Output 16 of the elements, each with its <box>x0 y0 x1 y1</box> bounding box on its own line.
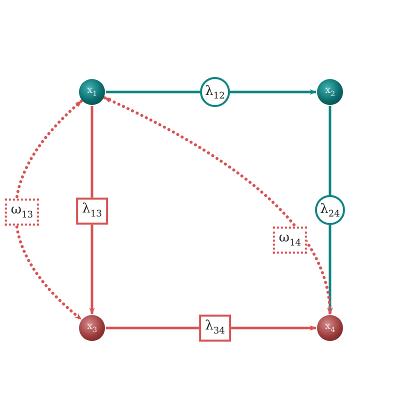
edge-label: λ$_{34}$ <box>199 314 231 342</box>
edge-label: ω$_{13}$ <box>4 198 40 226</box>
node-label: x$_{4}$ <box>324 322 336 334</box>
edge-label: λ$_{24}$ <box>315 195 345 225</box>
dotted-arrow <box>14 100 83 321</box>
node-label: x$_{3}$ <box>86 322 98 334</box>
edge-label: λ$_{13}$ <box>76 198 108 224</box>
node-label: x$_{2}$ <box>324 86 336 98</box>
sphere-node <box>317 79 343 105</box>
sphere-node <box>79 315 105 341</box>
sphere-node <box>317 315 343 341</box>
dotted-arrow <box>103 96 332 316</box>
edge-label: ω$_{14}$ <box>272 226 308 254</box>
edge-label: λ$_{12}$ <box>200 77 230 107</box>
node-label: x$_{1}$ <box>86 86 98 98</box>
sphere-node <box>79 79 105 105</box>
